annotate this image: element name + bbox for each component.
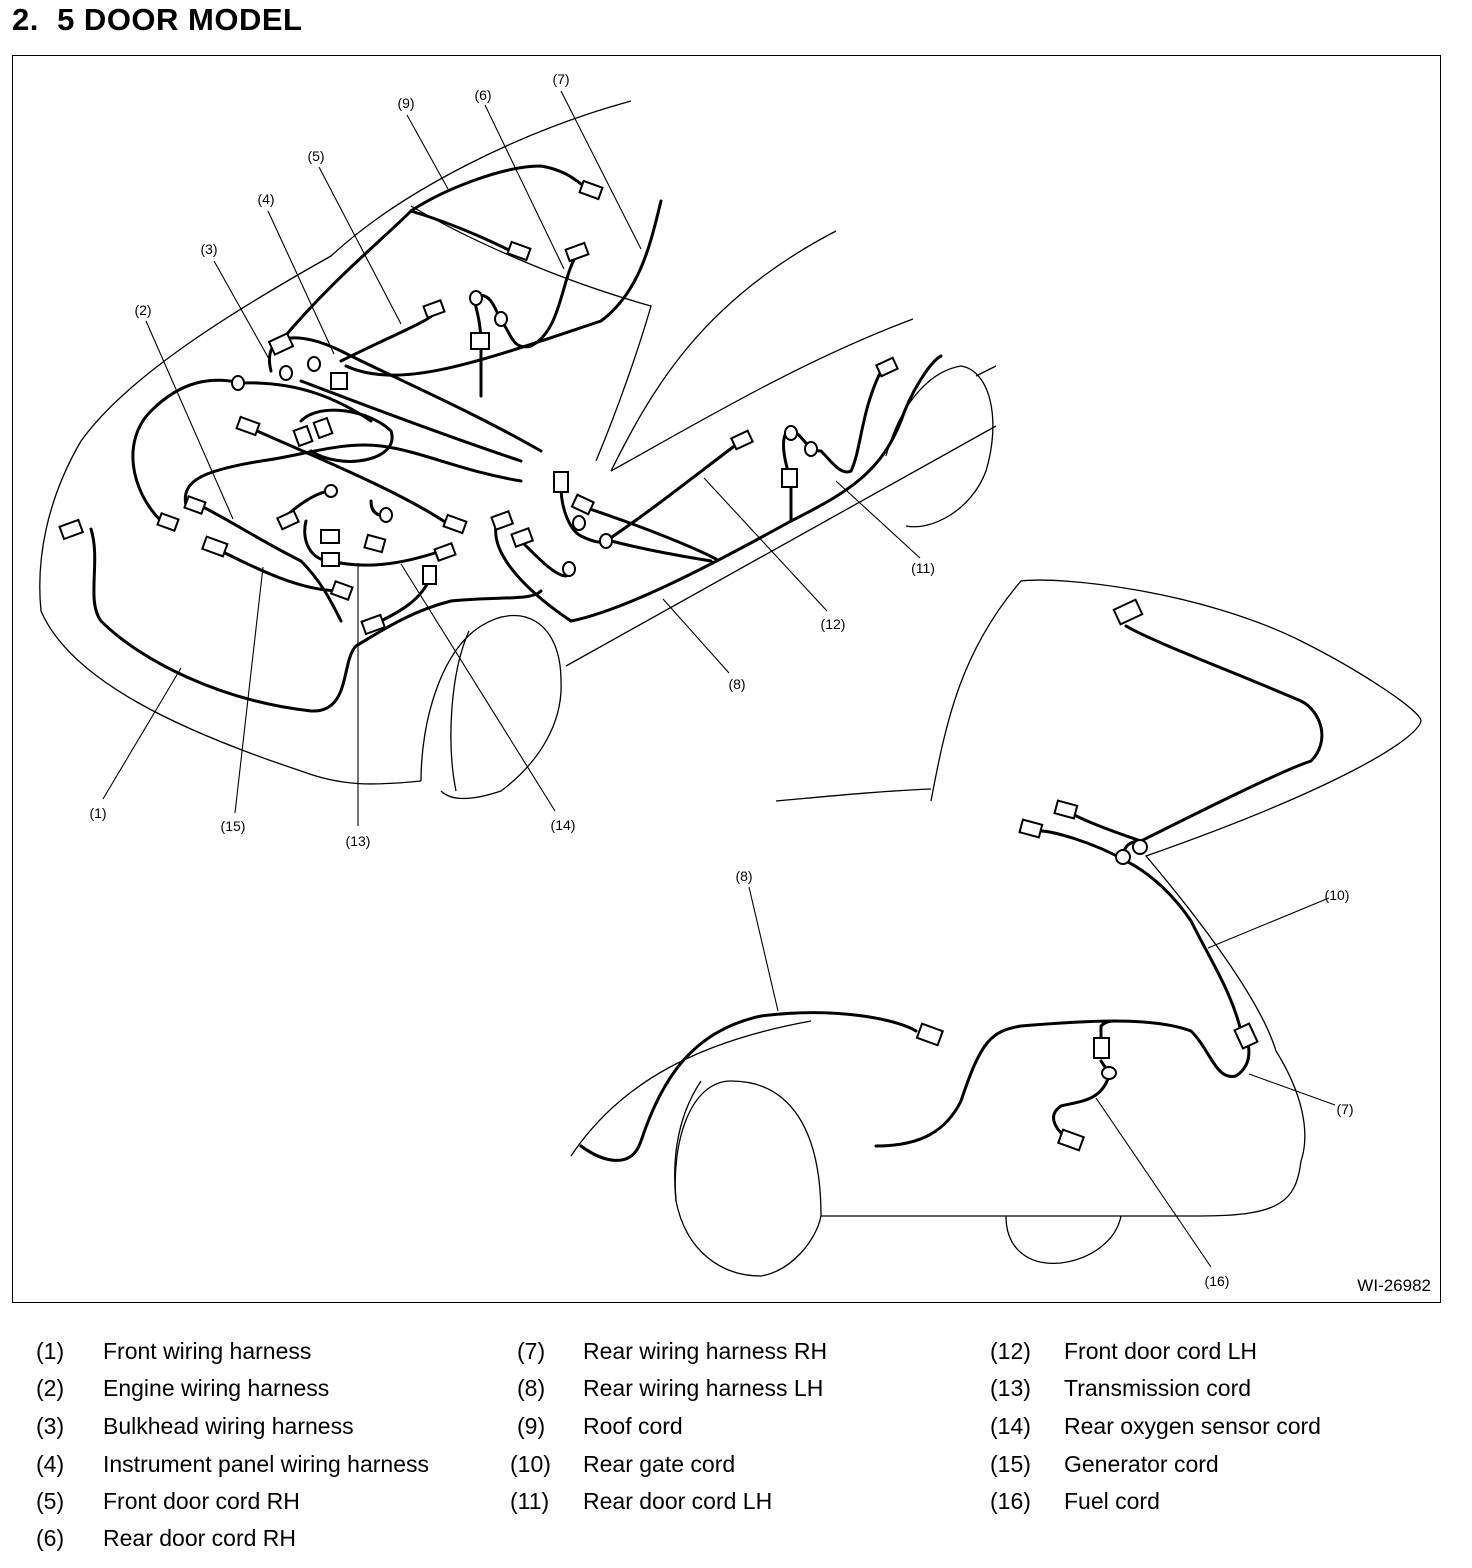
legend-number: (16): [990, 1488, 1031, 1514]
legend-number: (6): [36, 1525, 65, 1551]
front-door-cord-lh-wire: [604, 439, 743, 543]
front-car-body: [39, 100, 997, 800]
leader-lines: [102, 90, 1336, 1268]
rear-wiring-harness-rh-wire: [344, 199, 663, 377]
legend-number: (8): [517, 1375, 546, 1401]
legend-label: Rear oxygen sensor cord: [1064, 1413, 1321, 1439]
legend-number: (13): [990, 1375, 1031, 1401]
engine-wire-loop: [183, 443, 523, 508]
engine-wire-upper: [244, 424, 453, 528]
callout-7-rear: (7): [1336, 1101, 1353, 1117]
rear-door-cord-lh-wire: [782, 369, 883, 483]
callout-16: (16): [1205, 1273, 1230, 1289]
callout-5: (5): [307, 148, 324, 164]
roof-cord-wire: [409, 209, 523, 258]
legend-number: (15): [990, 1451, 1031, 1477]
legend-label: Rear door cord RH: [103, 1525, 297, 1551]
legend-label: Transmission cord: [1064, 1375, 1252, 1401]
bulkhead-wire: [131, 378, 373, 523]
page-title: 2. 5 DOOR MODEL: [12, 2, 303, 37]
legend-number: (9): [517, 1413, 546, 1439]
legend-label: Front door cord LH: [1064, 1338, 1258, 1364]
front-grommets: [231, 290, 818, 577]
front-wiring-harness-wire: [89, 527, 543, 713]
legend-number: (14): [990, 1413, 1031, 1439]
legend-number: (5): [36, 1488, 65, 1514]
legend-number: (4): [36, 1451, 65, 1477]
callout-8-rear: (8): [735, 868, 752, 884]
rear-connectors: [915, 598, 1259, 1152]
legend-number: (3): [36, 1413, 65, 1439]
callout-3: (3): [200, 241, 217, 257]
legend-label: Engine wiring harness: [103, 1375, 330, 1401]
callout-14: (14): [551, 817, 576, 833]
legend-label: Instrument panel wiring harness: [103, 1451, 429, 1477]
callout-15: (15): [221, 818, 246, 834]
callout-4: (4): [257, 191, 274, 207]
legend-number: (7): [517, 1338, 546, 1364]
legend-label: Rear wiring harness RH: [583, 1338, 828, 1364]
legend-number: (11): [510, 1488, 550, 1514]
wiring-diagram: (1) (2) (3) (4) (5) (6) (7) (8) (9) (10)…: [39, 71, 1422, 1289]
callout-12: (12): [821, 616, 846, 632]
front-door-cord-rh-wire: [339, 309, 438, 363]
rear-gate-cord-wire: [1122, 624, 1324, 1033]
callout-13: (13): [346, 833, 371, 849]
legend-label: Generator cord: [1064, 1451, 1219, 1477]
legend-label: Rear door cord LH: [583, 1488, 773, 1514]
callout-6: (6): [474, 87, 491, 103]
rear-harness-wires: [579, 624, 1324, 1162]
legend-label: Roof cord: [583, 1413, 683, 1439]
callout-11: (11): [911, 560, 935, 576]
legend-number: (2): [36, 1375, 65, 1401]
fuel-cord-wire: [1052, 1074, 1111, 1143]
legend-label: Rear gate cord: [583, 1451, 736, 1477]
rear-car-body: [570, 579, 1422, 1277]
legend-label: Front wiring harness: [103, 1338, 312, 1364]
callout-1: (1): [89, 805, 106, 821]
legend-number: (12): [990, 1338, 1031, 1364]
wiring-diagram-figure: (1) (2) (3) (4) (5) (6) (7) (8) (9) (10)…: [12, 55, 1441, 1303]
legend-number: (1): [36, 1338, 65, 1364]
front-connectors: [58, 179, 900, 636]
legend-number: (10): [510, 1451, 551, 1477]
legend-label: Front door cord RH: [103, 1488, 300, 1514]
legend-label: Rear wiring harness LH: [583, 1375, 824, 1401]
callout-labels: (1) (2) (3) (4) (5) (6) (7) (8) (9) (10)…: [89, 71, 1353, 1289]
legend-label: Fuel cord: [1064, 1488, 1160, 1514]
rear-rh-wire: [874, 1019, 1251, 1148]
rear-wiring-harness-lh-wire: [494, 354, 943, 623]
legend-label: Bulkhead wiring harness: [103, 1413, 354, 1439]
callout-8-front: (8): [728, 676, 745, 692]
callout-10: (10): [1325, 887, 1350, 903]
callout-9: (9): [397, 95, 414, 111]
callout-7-front: (7): [552, 71, 569, 87]
rear-lh-wire: [579, 1011, 918, 1162]
callout-2: (2): [134, 302, 151, 318]
generator-wire: [209, 544, 343, 593]
figure-id: WI-26982: [1357, 1276, 1431, 1295]
engine-wire-down: [199, 504, 343, 623]
